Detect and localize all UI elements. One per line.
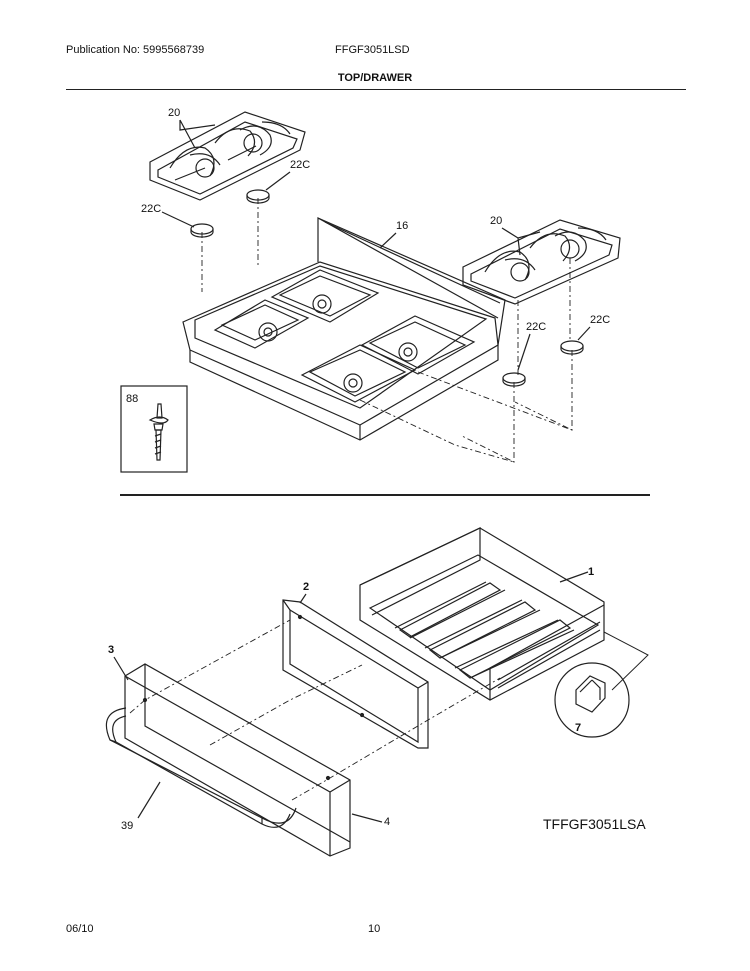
leader-drawer-front bbox=[113, 656, 129, 681]
callout-grate-left: 20 bbox=[168, 107, 180, 119]
burner-cap-right-left bbox=[502, 372, 526, 384]
diagram-code: TFFGF3051LSA bbox=[543, 816, 646, 832]
callout-cap-right-right: 22C bbox=[590, 314, 610, 326]
callout-grate-right: 20 bbox=[490, 215, 502, 227]
callout-cap-right-left: 22C bbox=[526, 321, 546, 333]
callout-handle: 39 bbox=[121, 820, 133, 832]
drawer-handle bbox=[105, 707, 297, 828]
callout-cooktop: 16 bbox=[396, 220, 408, 232]
leader-front-panel bbox=[351, 813, 383, 823]
grate-left bbox=[149, 111, 306, 201]
footer-date: 06/10 bbox=[66, 923, 94, 935]
callout-drawer-liner: 2 bbox=[303, 581, 309, 593]
leader-cap-right-left bbox=[517, 333, 531, 371]
callout-drawer-body: 1 bbox=[588, 566, 594, 578]
section-divider bbox=[120, 494, 650, 496]
cooktop bbox=[182, 216, 506, 441]
callout-clip: 7 bbox=[575, 722, 581, 734]
burner-cap-right-right bbox=[560, 340, 584, 352]
clip-inset-circle bbox=[554, 662, 630, 738]
screw-inset-box bbox=[120, 385, 188, 473]
section-title: TOP/DRAWER bbox=[337, 72, 413, 84]
publication-number: Publication No: 5995568739 bbox=[66, 44, 205, 56]
header-divider bbox=[66, 89, 686, 90]
leader-cooktop bbox=[379, 232, 397, 249]
footer-page-number: 10 bbox=[368, 923, 381, 935]
drawer-body bbox=[359, 527, 605, 701]
leader-cap-left-lower bbox=[161, 211, 195, 228]
leader-grate-left bbox=[179, 119, 216, 149]
drawer-clip bbox=[575, 675, 606, 713]
callout-front-panel: 4 bbox=[384, 816, 390, 828]
leader-grate-right bbox=[501, 227, 541, 256]
leader-handle bbox=[137, 781, 161, 819]
callout-drawer-front: 3 bbox=[108, 644, 114, 656]
alignment-lines-top bbox=[201, 198, 573, 463]
callout-cap-left-lower: 22C bbox=[141, 203, 161, 215]
leader-drawer-liner bbox=[299, 593, 307, 604]
leader-cap-left-upper bbox=[265, 171, 291, 191]
leader-cap-right-right bbox=[577, 326, 591, 341]
callout-cap-left-upper: 22C bbox=[290, 159, 310, 171]
callout-screw: 88 bbox=[126, 393, 138, 405]
screw bbox=[148, 403, 169, 461]
model-number: FFGF3051LSD bbox=[335, 44, 410, 56]
leader-clip-inset bbox=[603, 631, 649, 691]
leader-drawer-body bbox=[559, 571, 589, 583]
drawer-front-panel bbox=[124, 663, 351, 857]
